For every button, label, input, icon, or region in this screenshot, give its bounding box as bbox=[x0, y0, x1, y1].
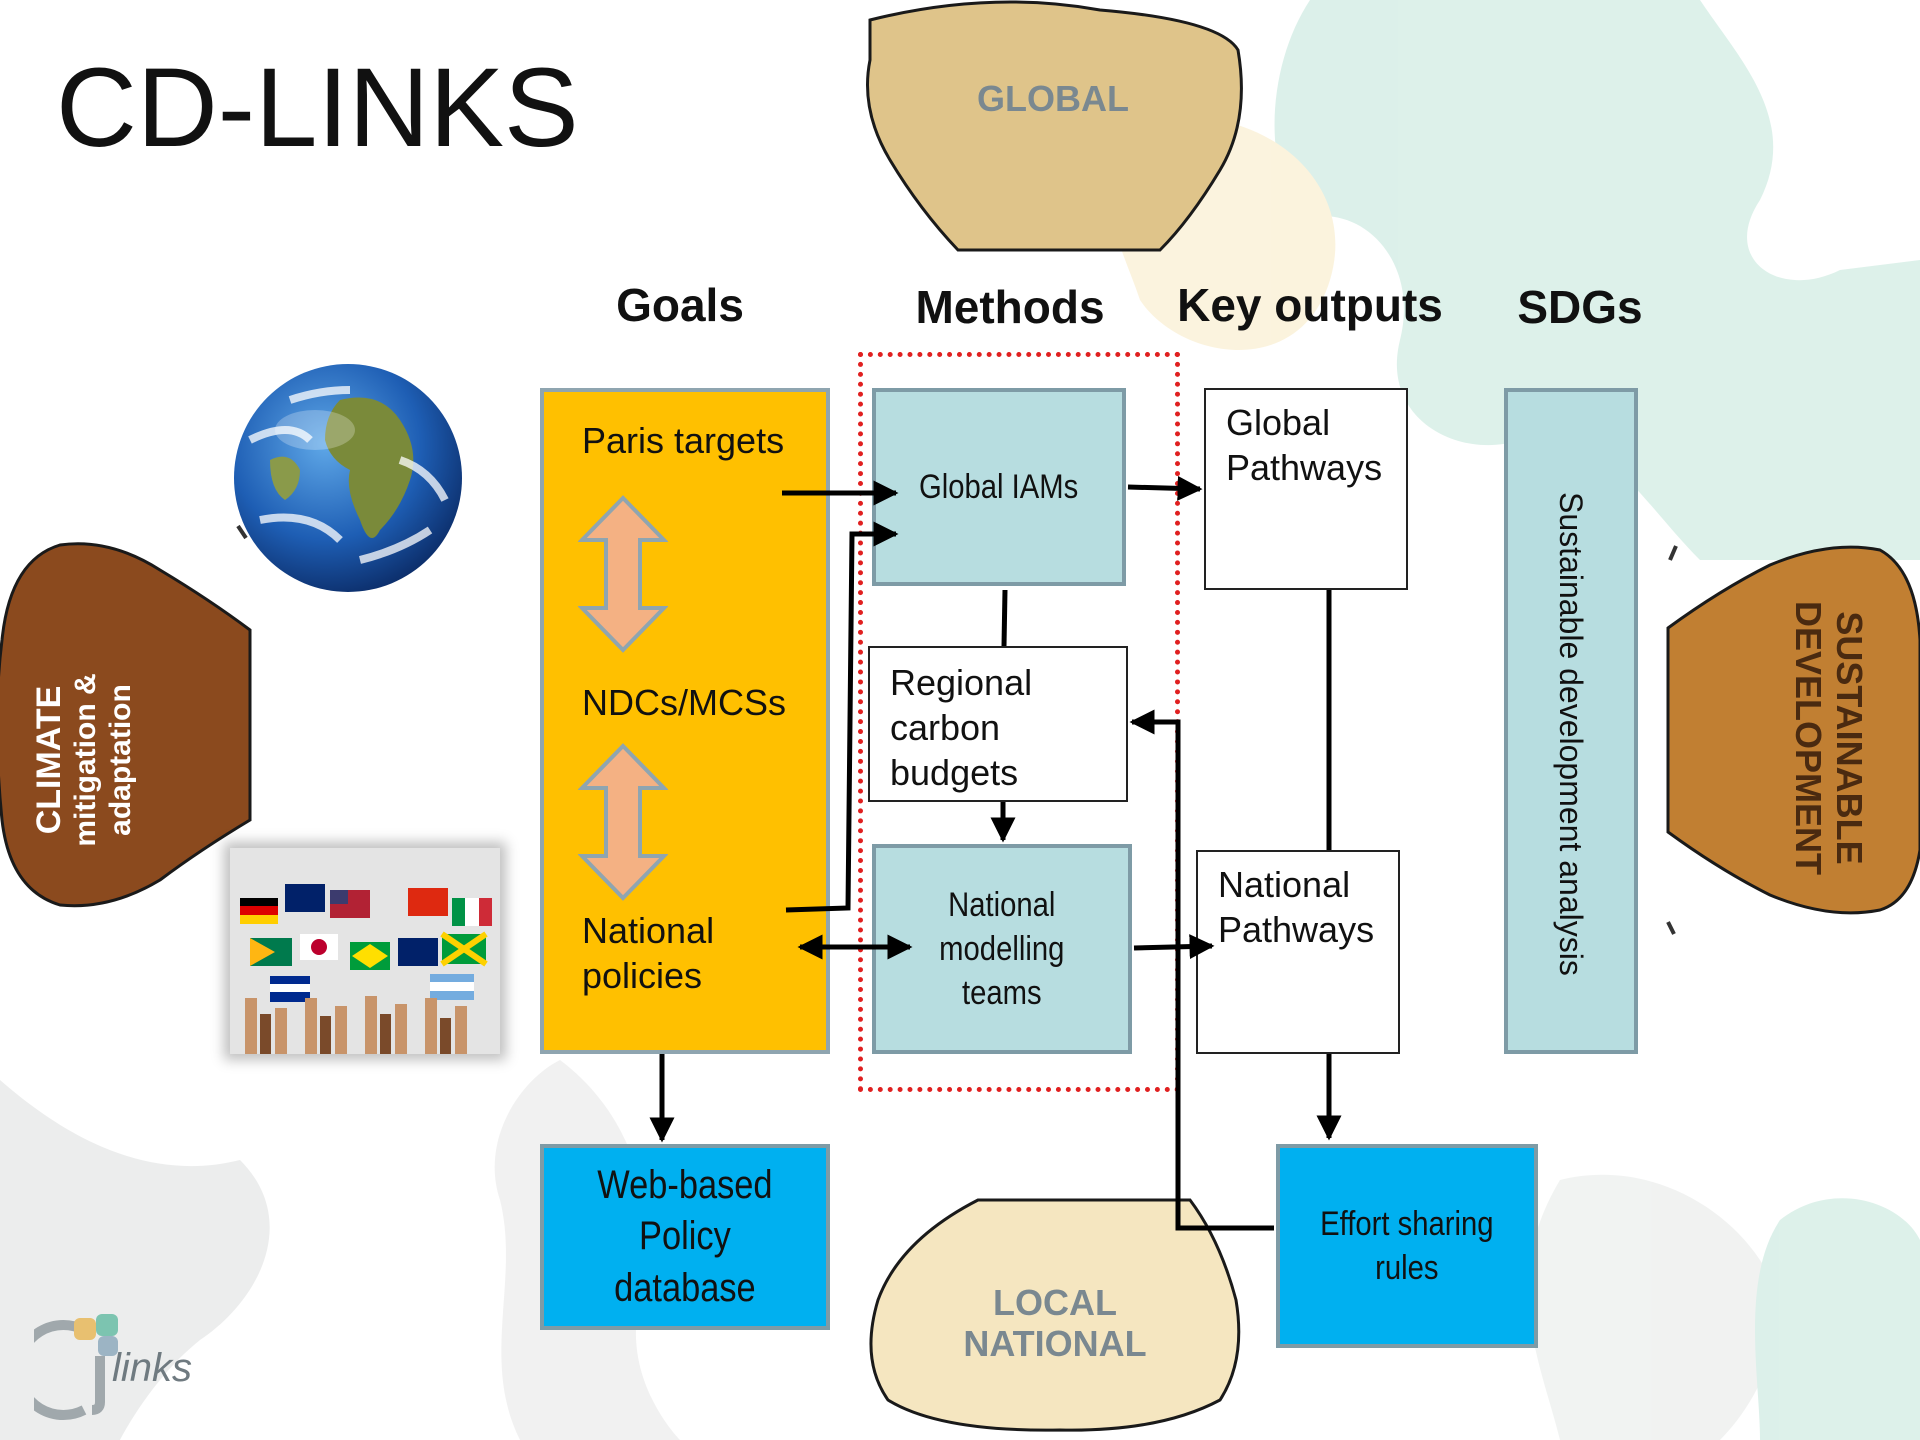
climate-label-line3: adaptation bbox=[103, 684, 137, 836]
methods-heading: Methods bbox=[915, 281, 1105, 333]
policy-db-line2: Policy bbox=[639, 1214, 731, 1259]
climate-scale-shape bbox=[0, 542, 252, 908]
sustainable-development-analysis-label: Sustainable development analysis bbox=[1553, 492, 1589, 976]
national-pathways-line1: National bbox=[1218, 864, 1351, 905]
local-label: LOCAL bbox=[993, 1282, 1117, 1323]
national-policies-label: National policies bbox=[582, 908, 714, 998]
global-pathways-line2: Pathways bbox=[1226, 447, 1383, 488]
earth-globe-icon bbox=[234, 364, 462, 592]
paris-targets-label: Paris targets bbox=[582, 420, 785, 461]
page-title: CD-LINKS bbox=[56, 45, 579, 170]
flags-photo bbox=[230, 848, 500, 1054]
national-modelling-teams-box: National modelling teams bbox=[872, 844, 1132, 1054]
local-national-label: LOCAL NATIONAL bbox=[940, 1282, 1170, 1365]
sustainable-label-line2: DEVELOPMENT bbox=[1787, 600, 1829, 876]
cd-links-logo-icon bbox=[34, 1314, 118, 1420]
climate-label-line1: CLIMATE bbox=[30, 685, 68, 835]
global-pathways-line1: Global bbox=[1226, 402, 1331, 443]
local-scale-shape bbox=[869, 1198, 1241, 1432]
global-iams-box: Global IAMs bbox=[872, 388, 1126, 586]
effort-sharing-rules-box: Effort sharing rules bbox=[1276, 1144, 1538, 1348]
web-based-policy-database-box: Web-based Policy database bbox=[540, 1144, 830, 1330]
ndcs-mcss-label: NDCs/MCSs bbox=[582, 682, 786, 723]
puzzle-piece-gray-right bbox=[1528, 1174, 1777, 1440]
goals-box bbox=[540, 388, 830, 1054]
sdgs-heading: SDGs bbox=[1517, 281, 1643, 333]
regional-carbon-budgets-box: Regional carbon budgets bbox=[868, 646, 1128, 802]
goals-heading: Goals bbox=[616, 279, 744, 331]
regional-label-line3: budgets bbox=[890, 752, 1019, 793]
key-outputs-heading: Key outputs bbox=[1177, 279, 1443, 331]
double-arrow-icon-lower bbox=[578, 743, 668, 901]
national-policies-line1: National bbox=[582, 910, 715, 951]
regional-label-line1: Regional bbox=[890, 662, 1033, 703]
national-modelling-line3: teams bbox=[962, 974, 1042, 1013]
national-pathways-box: National Pathways bbox=[1196, 850, 1400, 1054]
climate-label: CLIMATE mitigation & adaptation bbox=[30, 590, 150, 930]
puzzle-piece-green bbox=[1274, 0, 1920, 560]
global-pathways-box: Global Pathways bbox=[1204, 388, 1408, 590]
puzzle-piece-green-bottom bbox=[1755, 1198, 1920, 1440]
sustainable-development-label: SUSTAINABLE DEVELOPMENT bbox=[1770, 558, 1870, 918]
policy-db-line1: Web-based bbox=[597, 1163, 773, 1208]
national-modelling-line1: National bbox=[948, 885, 1056, 924]
effort-sharing-line2: rules bbox=[1375, 1249, 1439, 1287]
sustainable-scale-shape bbox=[1666, 545, 1920, 915]
national-policies-line2: policies bbox=[582, 955, 703, 996]
national-pathways-line2: Pathways bbox=[1218, 909, 1375, 950]
flags-illustration bbox=[230, 848, 500, 1054]
logo-text: links bbox=[112, 1346, 193, 1390]
policy-db-line3: database bbox=[614, 1265, 756, 1310]
double-arrow-icon-upper bbox=[578, 495, 668, 653]
global-iams-label: Global IAMs bbox=[919, 467, 1079, 506]
global-label: GLOBAL bbox=[977, 78, 1129, 119]
climate-label-line2: mitigation & bbox=[69, 673, 103, 847]
global-scale-shape bbox=[866, 0, 1243, 252]
national-label: NATIONAL bbox=[963, 1323, 1147, 1365]
sustainable-development-analysis-box: Sustainable development analysis bbox=[1504, 388, 1638, 1054]
effort-sharing-line1: Effort sharing bbox=[1320, 1204, 1494, 1243]
sustainable-label-line1: SUSTAINABLE bbox=[1829, 611, 1870, 865]
national-modelling-line2: modelling bbox=[939, 929, 1065, 968]
puzzle-piece-gray-left bbox=[0, 1080, 270, 1440]
regional-label-line2: carbon bbox=[890, 707, 1001, 748]
